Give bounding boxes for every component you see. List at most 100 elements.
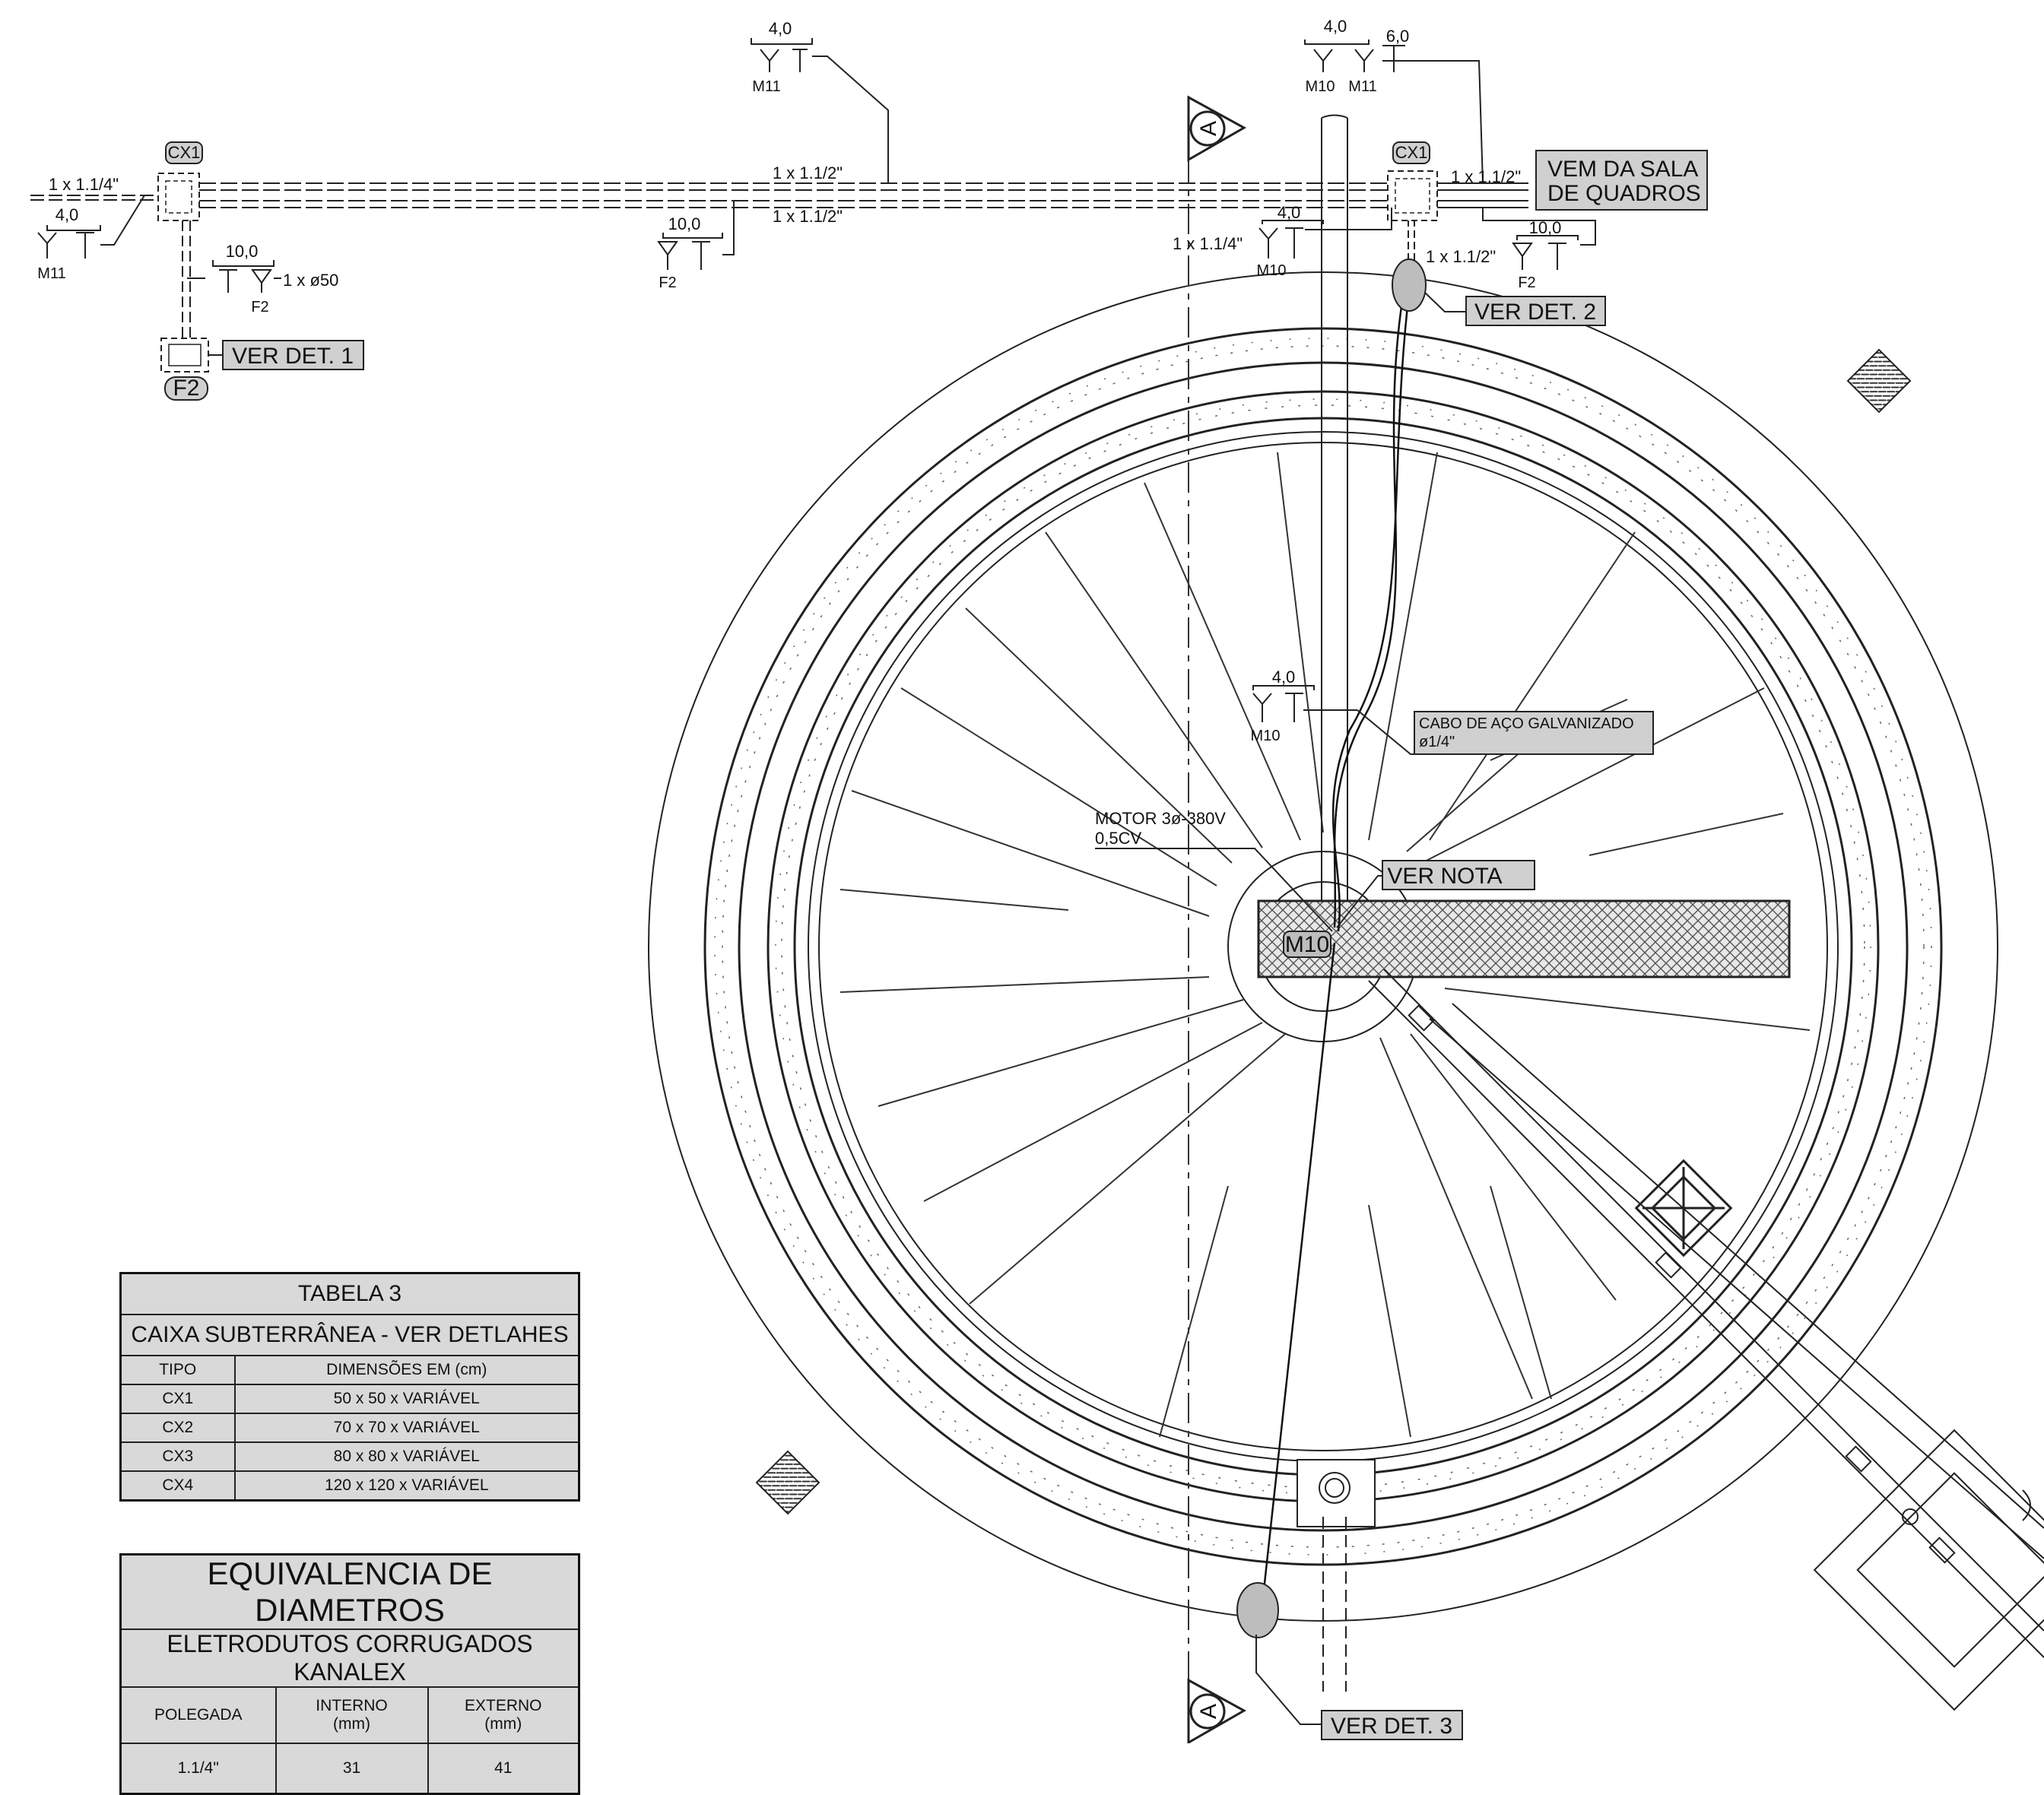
table-row: CX4 120 x 120 x VARIÁVEL	[119, 1470, 580, 1502]
diagonal-piping	[1368, 969, 2044, 1658]
valve-box-1	[1634, 1159, 1733, 1257]
main-conduit	[30, 182, 1528, 338]
box-cx1-left[interactable]: CX1	[157, 141, 203, 221]
cable-size-m11-top-right: 6,0	[1386, 27, 1410, 46]
callout-ver-det-2[interactable]: VER DET. 2	[1424, 292, 1606, 326]
table-row: CX3 80 x 80 x VARIÁVEL	[119, 1441, 580, 1472]
table3-tipo: CX3	[119, 1441, 236, 1472]
cable-size-m10-center: 4,0	[1272, 668, 1296, 687]
cable-size-f2-left: 10,0	[226, 242, 259, 261]
table-equivalencia-diametros: EQUIVALENCIA DE DIAMETROS ELETRODUTOS CO…	[119, 1553, 580, 1795]
cable-tag-m11-left	[37, 195, 145, 258]
cable-id-f2-left: F2	[251, 299, 268, 316]
bridge-deck	[1257, 899, 1791, 978]
svg-text:MOTOR 3ø-380V: MOTOR 3ø-380V	[1095, 809, 1226, 828]
cable-size-f2-mid: 10,0	[668, 214, 701, 233]
svg-text:A: A	[1196, 1704, 1221, 1719]
cable-tag-f2-mid	[657, 201, 735, 270]
conduit-f2-drop-label: 1 x ø50	[283, 271, 338, 290]
table3-subtitle: CAIXA SUBTERRÂNEA - VER DETLAHES	[119, 1314, 580, 1356]
callout-vem-da-sala[interactable]: VEM DA SALA DE QUADROS	[1535, 150, 1708, 211]
svg-text:CABO DE AÇO GALVANIZADO: CABO DE AÇO GALVANIZADO	[1419, 715, 1634, 732]
cable-size-m11-left: 4,0	[56, 205, 79, 224]
table-row: CX2 70 x 70 x VARIÁVEL	[119, 1413, 580, 1443]
table3-title: TABELA 3	[119, 1272, 580, 1315]
table3-col-dim: DIMENSÕES EM (cm)	[233, 1355, 580, 1385]
equiv-col-polegada: POLEGADA	[119, 1686, 277, 1744]
cable-id-m10-top: M10	[1306, 78, 1335, 95]
equiv-externo: 41	[427, 1743, 580, 1795]
detail-3-ellipse[interactable]	[1236, 1582, 1279, 1638]
equiv-col-externo: EXTERNO(mm)	[427, 1686, 580, 1744]
box-f2[interactable]: F2	[160, 338, 209, 401]
equiv-title: EQUIVALENCIA DE DIAMETROS	[119, 1553, 580, 1630]
cable-tag-f2-right	[1482, 208, 1596, 270]
drain-grate-right	[1846, 348, 1912, 414]
cable-tag-m10-right	[1258, 208, 1392, 258]
svg-text:VEM DA SALA: VEM DA SALA	[1547, 157, 1698, 182]
equiv-col-interno: INTERNO(mm)	[275, 1686, 429, 1744]
power-cables	[1261, 262, 1414, 1605]
cable-size-m10-right: 4,0	[1278, 203, 1301, 222]
conduit-left-label: 1 x 1.1/4"	[49, 175, 119, 194]
callout-ver-det-1[interactable]: VER DET. 1	[208, 340, 364, 370]
cable-id-m11-left: M11	[37, 265, 65, 282]
valve-box-2	[1813, 1429, 2044, 1711]
svg-text:VER DET. 1: VER DET. 1	[232, 344, 354, 369]
cable-tag-m10-m11-right	[1304, 40, 1484, 184]
table3-tipo: CX2	[119, 1413, 236, 1443]
svg-text:ø1/4": ø1/4"	[1419, 734, 1455, 750]
cable-size-m11-top: 4,0	[769, 19, 792, 38]
table3-dim: 120 x 120 x VARIÁVEL	[233, 1470, 580, 1502]
table3-dim: 50 x 50 x VARIÁVEL	[233, 1384, 580, 1414]
box-cx1-right-label: CX1	[1395, 143, 1428, 162]
svg-text:VER NOTA: VER NOTA	[1387, 864, 1502, 889]
radial-spokes	[840, 452, 1811, 1438]
box-f2-label: F2	[173, 376, 199, 401]
svg-text:VER DET. 2: VER DET. 2	[1474, 300, 1596, 325]
table-row: 1.1/4" 31 41	[119, 1743, 580, 1795]
cable-size-f2-right: 10,0	[1529, 218, 1562, 237]
cable-size-m10-top: 4,0	[1324, 17, 1347, 36]
cable-id-m10-center: M10	[1251, 728, 1281, 744]
callout-ver-det-3[interactable]: VER DET. 3	[1255, 1635, 1463, 1740]
table3-col-tipo: TIPO	[119, 1355, 236, 1385]
section-marker-top: A	[1187, 95, 1247, 162]
vertical-pipe	[1297, 114, 1376, 1692]
table3-tipo: CX1	[119, 1384, 236, 1414]
cable-id-m11-top-right: M11	[1348, 78, 1376, 95]
conduit-bottom-label: 1 x 1.1/2"	[773, 207, 843, 226]
conduit-top-label: 1 x 1.1/2"	[773, 163, 843, 182]
cable-tag-m10-center	[1252, 685, 1357, 722]
cable-id-f2-right: F2	[1518, 274, 1535, 291]
box-cx1-right[interactable]: CX1	[1387, 141, 1438, 221]
drain-grate-left	[755, 1450, 820, 1515]
table3-dim: 70 x 70 x VARIÁVEL	[233, 1413, 580, 1443]
section-marker-bottom: A	[1187, 1678, 1247, 1743]
callout-ver-nota[interactable]: VER NOTA	[1336, 860, 1535, 928]
conduit-right-in-label: 1 x 1.1/2"	[1451, 167, 1521, 186]
callout-motor: MOTOR 3ø-380V 0,5CV	[1095, 809, 1333, 932]
svg-text:M10: M10	[1285, 932, 1329, 957]
table-row: CX1 50 x 50 x VARIÁVEL	[119, 1384, 580, 1414]
detail-2-ellipse[interactable]	[1392, 258, 1427, 312]
callout-cabo-aco[interactable]: CABO DE AÇO GALVANIZADO ø1/4"	[1357, 709, 1654, 755]
equiv-subtitle: ELETRODUTOS CORRUGADOS KANALEX	[119, 1629, 580, 1688]
svg-text:A: A	[1196, 121, 1221, 136]
conduit-right-m10-label: 1 x 1.1/4"	[1173, 234, 1243, 253]
conduit-right-down-label: 1 x 1.1/2"	[1426, 247, 1496, 266]
equiv-interno: 31	[275, 1743, 429, 1795]
cable-tag-m11-top	[751, 38, 889, 183]
equiv-polegada: 1.1/4"	[119, 1743, 277, 1795]
table3-dim: 80 x 80 x VARIÁVEL	[233, 1441, 580, 1472]
site-plan-drawing: A A	[30, 17, 2044, 1743]
box-cx1-left-label: CX1	[168, 143, 201, 162]
table3-tipo: CX4	[119, 1470, 236, 1502]
svg-text:VER DET. 3: VER DET. 3	[1331, 1714, 1452, 1739]
svg-text:0,5CV: 0,5CV	[1095, 829, 1141, 848]
motor-tag-m10[interactable]: M10	[1283, 931, 1331, 958]
cable-tag-f2-left	[187, 260, 281, 293]
svg-text:DE QUADROS: DE QUADROS	[1547, 181, 1701, 206]
cable-id-m10-right: M10	[1257, 262, 1287, 279]
cable-id-f2-mid: F2	[659, 274, 676, 291]
